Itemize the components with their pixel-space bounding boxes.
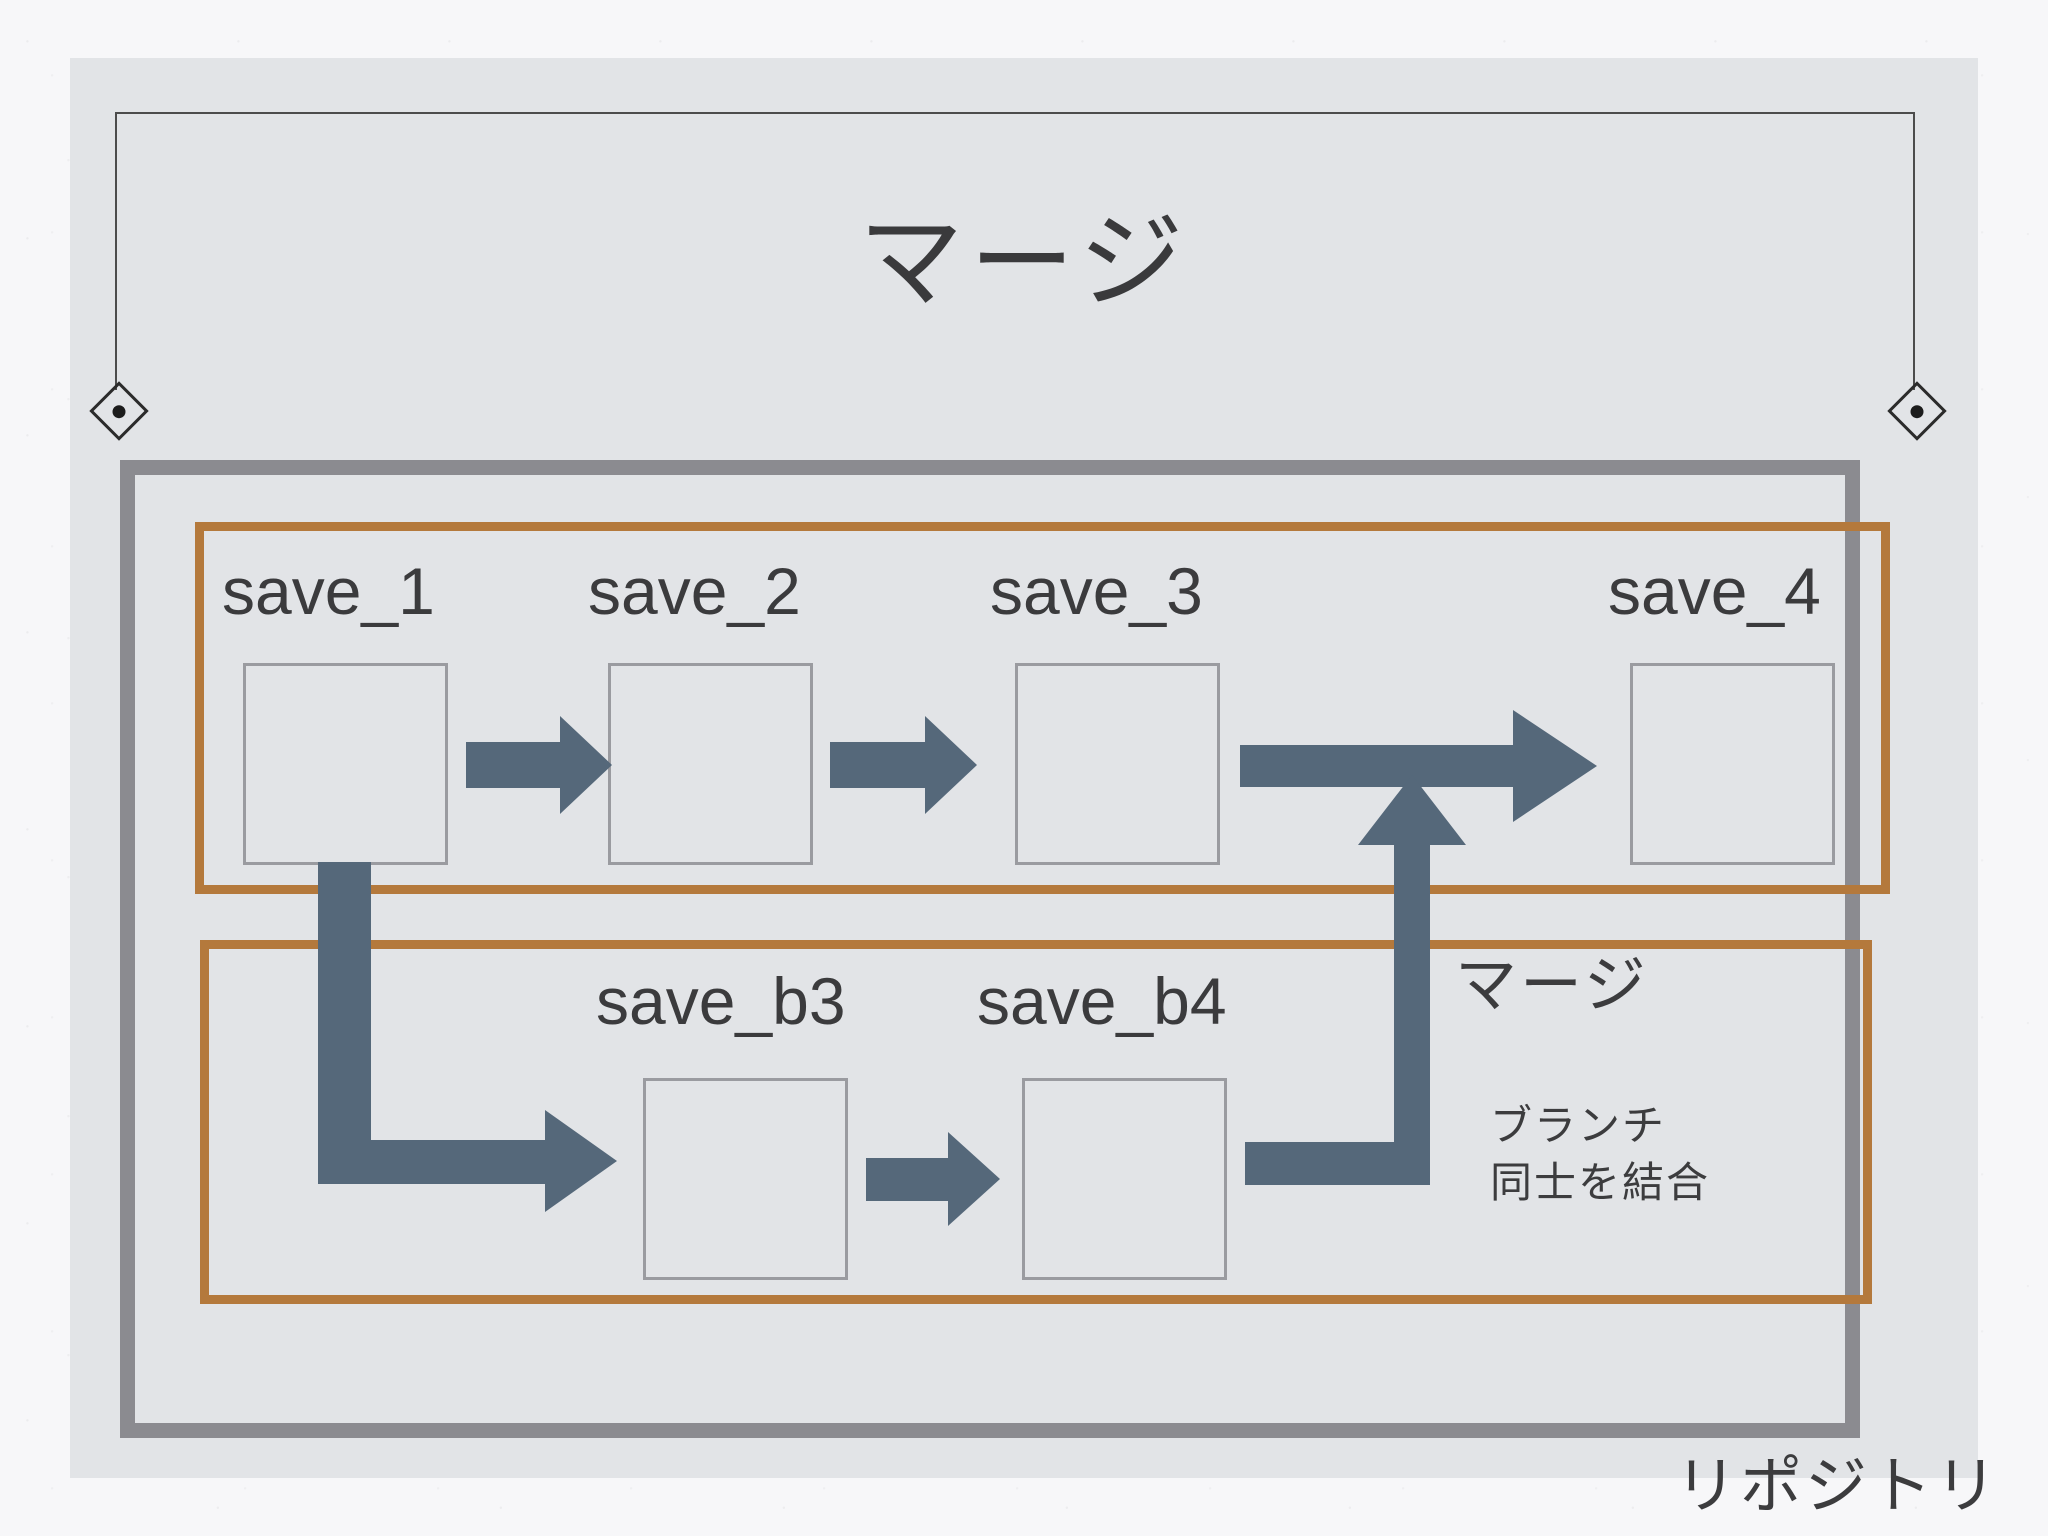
merge-annotation-description: ブランチ 同士を結合 (1490, 1098, 1710, 1211)
title-bracket-top (115, 112, 1915, 114)
commit-box-save-b4[interactable] (1022, 1078, 1227, 1280)
page-title: マージ (858, 204, 1190, 321)
feature-branch-lane (200, 940, 1872, 1304)
commit-label-save-2: save_2 (588, 554, 801, 628)
commit-label-save-b4: save_b4 (977, 964, 1227, 1038)
repository-frame (120, 460, 1860, 1438)
repository-label: リポジトリ (1674, 1452, 2000, 1521)
title-bracket-left (115, 112, 117, 390)
merge-annotation-label: マージ (1455, 951, 1649, 1020)
commit-box-save-b3[interactable] (643, 1078, 848, 1280)
commit-box-save-2[interactable] (608, 663, 813, 865)
commit-label-save-1: save_1 (222, 554, 435, 628)
commit-box-save-1[interactable] (243, 663, 448, 865)
merge-description-line-2: 同士を結合 (1490, 1158, 1711, 1206)
commit-box-save-3[interactable] (1015, 663, 1220, 865)
commit-label-save-3: save_3 (990, 554, 1203, 628)
title-bracket-right (1913, 112, 1915, 390)
merge-description-line-1: ブランチ (1490, 1102, 1667, 1149)
commit-label-save-4: save_4 (1608, 554, 1821, 628)
main-branch-lane (195, 522, 1890, 894)
commit-box-save-4[interactable] (1630, 663, 1835, 865)
commit-label-save-b3: save_b3 (596, 964, 846, 1038)
